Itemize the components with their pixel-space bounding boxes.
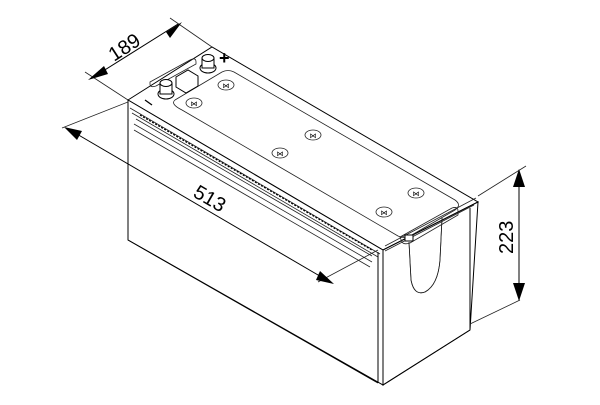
positive-symbol: + [219,48,230,68]
svg-text:⋈: ⋈ [310,133,317,140]
svg-text:⋈: ⋈ [277,151,284,158]
vent-cap: ⋈ [304,129,322,141]
svg-text:⋈: ⋈ [381,210,388,217]
battery-lid [129,70,477,268]
battery-body [127,46,480,386]
vent-cap: ⋈ [271,147,289,159]
carry-handle [404,217,443,294]
vent-cap: ⋈ [185,97,203,109]
width-label: 189 [105,30,145,67]
vent-cap: ⋈ [375,206,393,218]
svg-text:⋈: ⋈ [223,83,230,90]
svg-text:⋈: ⋈ [413,191,420,198]
positive-terminal [199,54,217,74]
negative-terminal [157,79,175,100]
svg-text:⋈: ⋈ [191,101,198,108]
vent-caps: ⋈ ⋈ ⋈ ⋈ ⋈ ⋈ [185,79,425,218]
vent-cap: ⋈ [407,187,425,199]
dimension-height: 223 [469,165,527,325]
terminals: + [144,48,230,106]
vent-cap: ⋈ [217,79,235,91]
negative-symbol [144,99,153,106]
height-label: 223 [496,221,518,254]
